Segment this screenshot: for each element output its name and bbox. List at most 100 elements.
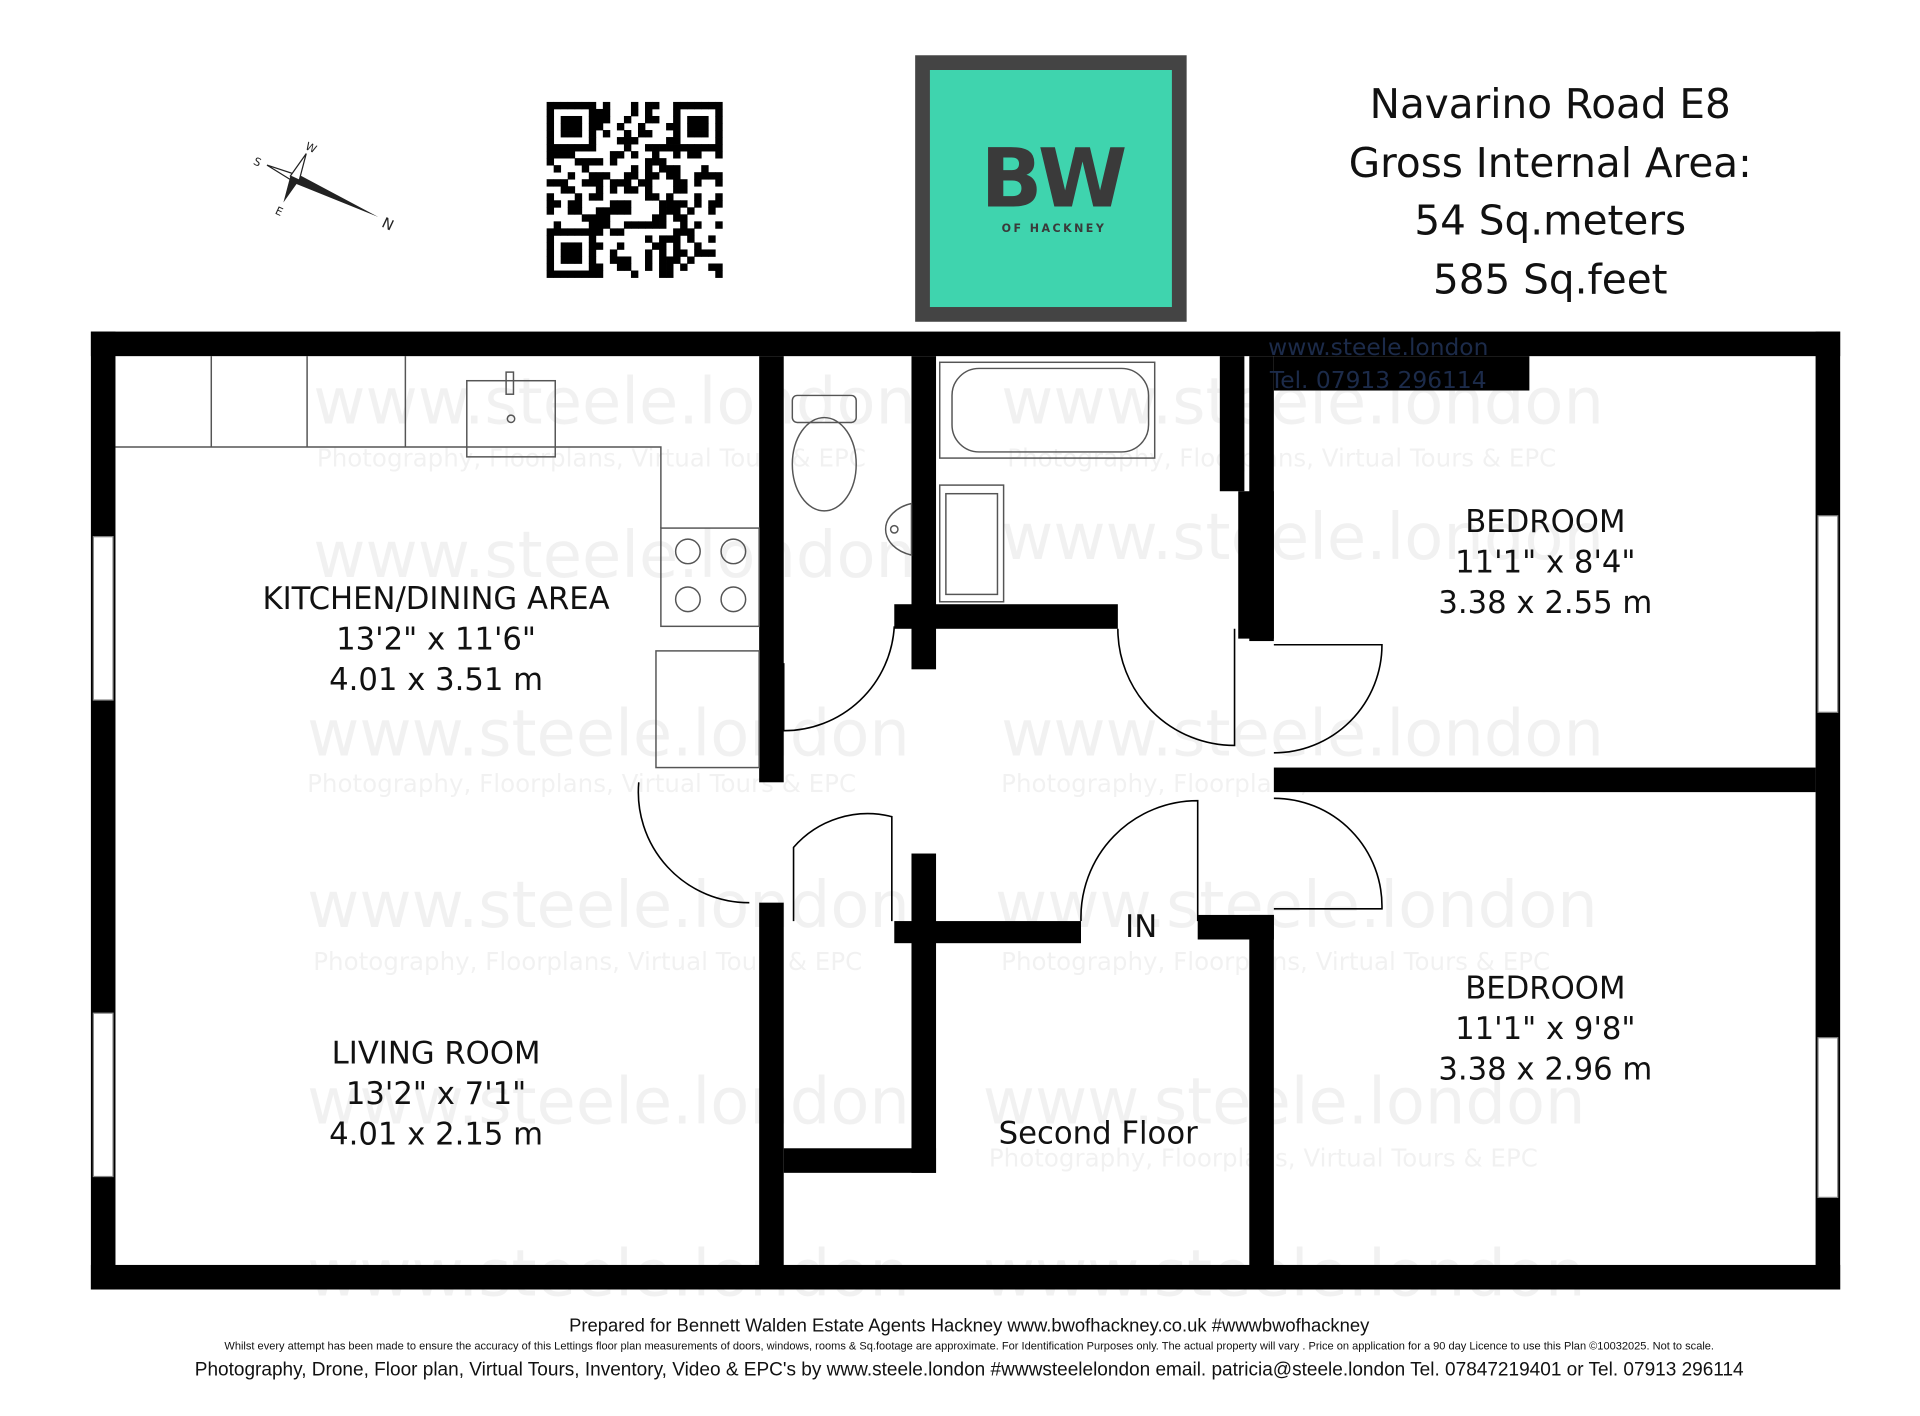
qr-module [574, 249, 583, 257]
qr-module [560, 186, 569, 194]
qr-module [574, 123, 583, 131]
qr-module [708, 144, 716, 152]
room-dimensions-metric: 3.38 x 2.55 m [1438, 586, 1652, 621]
qr-module [687, 235, 695, 243]
qr-module [560, 256, 569, 264]
qr-module [630, 172, 639, 180]
qr-module [553, 179, 562, 187]
qr-module [645, 115, 653, 124]
qr-module [715, 144, 723, 152]
qr-module [694, 115, 702, 124]
qr-module [588, 179, 597, 187]
qr-module [567, 130, 576, 138]
qr-module [666, 144, 674, 152]
qr-module [588, 115, 597, 124]
qr-code[interactable] [546, 101, 723, 278]
qr-module [645, 193, 653, 201]
qr-module [637, 123, 646, 131]
watermark-tagline: Photography, Floorplans, Virtual Tours &… [1001, 947, 1550, 976]
qr-module [694, 151, 702, 159]
qr-module [602, 101, 611, 110]
qr-module [560, 130, 569, 138]
qr-module [609, 158, 618, 166]
qr-module [609, 207, 618, 215]
room-bedroom-1: BEDROOM 11'1" x 8'4" 3.38 x 2.55 m [1438, 505, 1652, 621]
compass-w: W [303, 140, 318, 156]
qr-module [574, 115, 583, 124]
qr-module [701, 130, 709, 138]
qr-module [645, 249, 653, 257]
qr-module [609, 151, 618, 159]
qr-module [595, 263, 604, 271]
qr-module [567, 144, 576, 152]
qr-module [609, 249, 618, 257]
qr-module [666, 235, 674, 243]
qr-module [567, 101, 576, 110]
qr-module [687, 101, 695, 110]
room-name: BEDROOM [1465, 971, 1625, 1006]
qr-module [546, 179, 555, 187]
qr-module [694, 101, 702, 110]
qr-module [609, 186, 618, 194]
qr-module [581, 228, 590, 236]
qr-module [616, 179, 625, 187]
qr-module [652, 214, 660, 222]
qr-module [616, 200, 625, 208]
qr-module [595, 270, 604, 278]
watermark-text: www.steele.london [307, 1066, 910, 1140]
qr-module [673, 256, 681, 264]
qr-module [609, 228, 618, 236]
qr-module [659, 221, 667, 229]
steele-stamp: www.steele.london Tel. 07913 296114 [1268, 333, 1488, 394]
qr-module [673, 228, 681, 236]
qr-module [616, 263, 625, 271]
qr-module [546, 130, 555, 138]
footer-disclaimer: Whilst every attempt has been made to en… [224, 1341, 1714, 1353]
watermark-text: www.steele.london [1001, 501, 1604, 575]
qr-module [659, 263, 667, 271]
qr-module [553, 151, 562, 159]
qr-module [715, 123, 723, 131]
qr-module [567, 115, 576, 124]
qr-module [673, 137, 681, 145]
qr-module [694, 179, 702, 187]
qr-module [666, 200, 674, 208]
watermark-text: www.steele.london [307, 869, 910, 943]
qr-module [623, 130, 632, 138]
qr-module [588, 249, 597, 257]
watermark-text: www.steele.london [307, 697, 910, 771]
qr-module [680, 263, 688, 271]
qr-module [694, 123, 702, 131]
logo-mark: BW [981, 132, 1128, 226]
qr-module [581, 101, 590, 110]
qr-module [588, 214, 597, 222]
qr-module [588, 256, 597, 264]
qr-module [708, 263, 716, 271]
qr-module [560, 123, 569, 131]
qr-module [623, 207, 632, 215]
qr-module [595, 228, 604, 236]
qr-module [595, 186, 604, 194]
qr-module [715, 193, 723, 201]
qr-module [560, 242, 569, 250]
qr-module [588, 137, 597, 145]
qr-module [687, 123, 695, 131]
qr-module [567, 172, 576, 180]
qr-module [630, 101, 639, 110]
footer-contact: Photography, Drone, Floor plan, Virtual … [195, 1359, 1744, 1380]
doors [637, 626, 1383, 922]
qr-module [673, 165, 681, 173]
qr-module [609, 200, 618, 208]
qr-module [680, 186, 688, 194]
qr-module [637, 130, 646, 138]
qr-module [602, 207, 611, 215]
qr-module [623, 221, 632, 229]
qr-module [623, 200, 632, 208]
property-address: Navarino Road E8 [1370, 80, 1731, 128]
bw-logo: BW OF HACKNEY [915, 55, 1187, 322]
qr-module [616, 228, 625, 236]
qr-module [645, 186, 653, 194]
qr-module [694, 221, 702, 229]
qr-module [673, 200, 681, 208]
qr-module [546, 108, 555, 117]
